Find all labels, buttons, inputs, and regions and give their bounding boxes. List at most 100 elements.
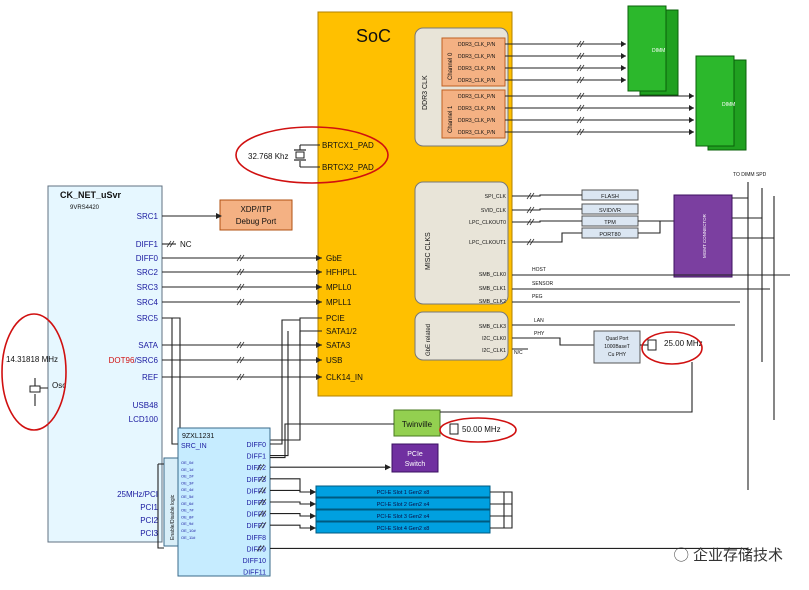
buffer-oe-label: OE_3#: [181, 480, 194, 485]
pcie-slot-label: PCI-E Slot 1 Gen2 x8: [377, 490, 430, 496]
soc-left-pin-label: SATA3: [326, 341, 351, 350]
clock-generator-block: [47, 185, 163, 543]
buffer-diff-label: DIFF10: [243, 558, 266, 565]
ddr3-pin-label: DDR3_CLK_P/N: [458, 54, 496, 60]
brtcx1-pad-label: BRTCX1_PAD: [322, 141, 374, 150]
phy-line3: Cu PHY: [608, 352, 627, 358]
db1200-buffer-block: [177, 427, 271, 577]
gbe-pin-label: I2C_CLK1: [482, 348, 506, 354]
rtc-crystal-freq: 32.768 Khz: [248, 152, 288, 161]
clkgen-pin-label: 25MHz/PCI: [117, 490, 158, 499]
misc-pin-label: SVID_CLK: [481, 208, 507, 214]
osc-label: Osc: [52, 381, 66, 390]
buffer-diff-label: DIFF8: [247, 535, 267, 542]
pcie-switch-line1: PCIe: [407, 451, 423, 458]
pcie-switch-block: [391, 443, 439, 473]
nc-label: NC: [180, 240, 192, 249]
soc-title: SoC: [356, 26, 391, 46]
buffer-oe-label: OE_10#: [181, 528, 196, 533]
buffer-diff-label: DIFF5: [247, 500, 267, 507]
smb-net-host: HOST: [532, 267, 546, 273]
clkgen-pin-label: DIFF1: [136, 240, 159, 249]
buffer-oe-label: OE_4#: [181, 487, 194, 492]
channel0-label: Channel 0: [448, 52, 454, 80]
xdp-debug-port: [219, 199, 293, 231]
xdp-line1: XDP/ITP: [240, 205, 271, 214]
gbe-net-lan: LAN: [534, 318, 544, 324]
mgmt-vertical-wires: [732, 182, 775, 490]
smb-net-sensor: SENSOR: [532, 281, 554, 287]
ddr3-clk-label: DDR3 CLK: [422, 75, 429, 110]
soc-left-pin-label: USB: [326, 356, 342, 365]
phy-crystal-symbol: [647, 339, 657, 351]
buffer-diff-label: DIFF9: [247, 546, 267, 553]
dimm1-label: DIMM: [652, 48, 665, 54]
gbe-wires: [512, 324, 735, 350]
gbe-pin-label: I2C_CLK0: [482, 336, 506, 342]
misc-clks-block: [414, 181, 509, 305]
buffer-oe-label: OE_8#: [181, 514, 194, 519]
buffer-oe-label: OE_5#: [181, 494, 194, 499]
buffer-diff-label: DIFF0: [247, 442, 267, 449]
gbe-related-label: GbE related: [426, 324, 432, 356]
buffer-title: 9ZXL1231: [182, 433, 214, 440]
buffer-oe-label: OE_2#: [181, 474, 194, 479]
twinville-block: [393, 409, 441, 437]
ddr3-pin-label: DDR3_CLK_P/N: [458, 94, 496, 100]
clkgen-crystal-symbol: [29, 385, 41, 393]
spd-label: TO DIMM SPD: [733, 172, 767, 178]
pcie-slot-label: PCI-E Slot 4 Gen2 x8: [377, 526, 430, 532]
brtcx2-pad-label: BRTCX2_PAD: [322, 163, 374, 172]
buffer-src-in: SRC_IN: [181, 443, 207, 450]
peripheral-label: TPM: [604, 220, 616, 226]
misc-pin-label: SMB_CLK1: [479, 286, 506, 292]
peripheral-label: FLASH: [601, 194, 619, 200]
channel1-block: [441, 89, 506, 139]
rtc-crystal-symbol: [295, 151, 305, 159]
buffer-oe-label: OE_6#: [181, 501, 194, 506]
phy-crystal-freq-value: 25.00 MHz: [664, 339, 703, 348]
clkgen-pin-label: LCD100: [129, 415, 159, 424]
clkgen-pin-label: SRC3: [137, 283, 159, 292]
buffer-diff-label: DIFF6: [247, 512, 267, 519]
twinville-crystal-freq: 50.00 MHz: [462, 425, 501, 434]
twinville-crystal-symbol: [449, 423, 459, 435]
pcie-slot-label: PCI-E Slot 2 Gen2 x4: [377, 502, 430, 508]
clkgen-pin-label: USB48: [133, 401, 159, 410]
buffer-diff-label: DIFF1: [247, 454, 267, 461]
mgmt-connector-label: MGMT CONNECTOR: [702, 213, 707, 258]
clkgen-title: CK_NET_uSvr: [60, 190, 122, 200]
twinville-highlight-circle: [439, 417, 517, 443]
buffer-oe-label: OE_9#: [181, 521, 194, 526]
ddr3-pin-label: DDR3_CLK_P/N: [458, 106, 496, 112]
dimm1: [627, 5, 667, 92]
slot-bus-wires: [490, 491, 513, 529]
enable-logic-label: Enable/Disable logic: [170, 494, 176, 540]
channel0-block: [441, 37, 506, 87]
clkgen-pin-label: REF: [142, 373, 158, 382]
xdp-line2: Debug Port: [236, 217, 277, 226]
clkgen-pin-label: PCI1: [140, 503, 158, 512]
misc-pin-label: LPC_CLKOUT1: [469, 240, 506, 246]
clkgen-pin-label: SRC4: [137, 298, 159, 307]
clkgen-pin-label: SRC2: [137, 268, 159, 277]
gbe-net-phy: PHY: [534, 331, 545, 337]
quad-port-phy: [593, 330, 641, 364]
peripheral-label: PORT80: [599, 232, 620, 238]
buffer-diff-label: DIFF3: [247, 477, 267, 484]
soc-left-pin-label: MPLL0: [326, 283, 352, 292]
gbe-pin-label: SMB_CLK3: [479, 324, 506, 330]
watermark: ◯ 企业存储技术: [674, 544, 783, 565]
buffer-diff-label: DIFF11: [243, 570, 266, 577]
rtc-highlight-circle: [235, 126, 389, 184]
gbe-related-block: [414, 311, 509, 361]
soc-left-pin-label: SATA1/2: [326, 327, 357, 336]
pcie-slot-label: PCI-E Slot 3 Gen2 x4: [377, 514, 430, 520]
smb-net-peg: PEG: [532, 294, 543, 300]
clkgen-pin-label: PCI3: [140, 529, 158, 538]
ddr3-pin-label: DDR3_CLK_P/N: [458, 66, 496, 72]
misc-pin-label: SMB_CLK2: [479, 299, 506, 305]
soc-left-pin-label: CLK14_IN: [326, 373, 363, 382]
pcie-switch-line2: Switch: [405, 461, 426, 468]
